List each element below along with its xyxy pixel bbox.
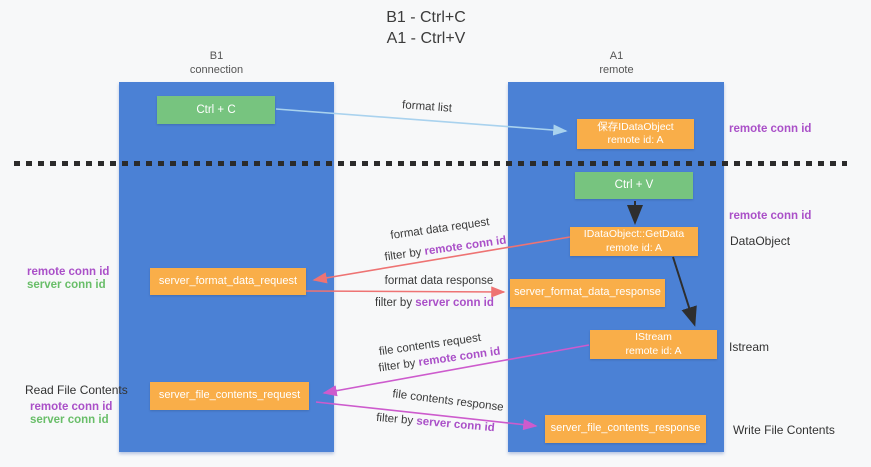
filter-by-server-conn-id-label-2: filter by server conn id (376, 412, 495, 434)
arrow-format-data-response (305, 286, 506, 298)
filter-by-text: filter by (375, 411, 414, 428)
lane-header-a1: A1 remote (509, 50, 724, 78)
server-format-data-request-label: server_format_data_request (158, 274, 298, 287)
server-conn-id-text: server conn id (415, 297, 494, 309)
format-list-label: format list (401, 99, 453, 115)
server-file-contents-request-label: server_file_contents_request (158, 389, 301, 402)
file-contents-response-label: file contents response (391, 388, 505, 414)
save-dataobject-line2: remote id: A (607, 134, 664, 146)
istream-line2: remote id: A (625, 344, 682, 357)
lane-a1-subtitle: remote (599, 63, 634, 76)
write-file-contents-label: Write File Contents (733, 423, 835, 437)
ctrl-v-label: Ctrl + V (614, 179, 654, 192)
format-data-response-label: format data response (384, 275, 494, 287)
lane-b1-name: B1 (209, 50, 224, 62)
read-file-contents-label: Read File Contents (25, 383, 128, 397)
lane-b1-subtitle: connection (189, 63, 244, 76)
ctrl-c-box: Ctrl + C (157, 96, 275, 124)
getdata-line2: remote id: A (605, 241, 662, 254)
remote-conn-id-label-left-2: remote conn id (30, 401, 113, 413)
istream-line1: IStream (635, 331, 672, 344)
istream-side-label: Istream (729, 340, 770, 354)
remote-conn-id-label-top: remote conn id (729, 123, 812, 135)
lane-header-b1: B1 connection (109, 50, 324, 78)
istream-box: IStream remote id: A (590, 330, 717, 359)
lane-a1-name: A1 (609, 50, 624, 62)
server-conn-id-label-left-2: server conn id (30, 414, 109, 426)
server-conn-id-text: server conn id (415, 415, 496, 435)
ctrl-v-box: Ctrl + V (575, 172, 693, 199)
server-format-data-request-box: server_format_data_request (150, 268, 306, 295)
dataobject-label: DataObject (730, 234, 791, 248)
server-conn-id-label-left-1: server conn id (27, 279, 106, 291)
filter-by-server-conn-id-label-1: filter by server conn id (375, 297, 494, 309)
idataobject-getdata-box: IDataObject::GetData remote id: A (570, 227, 698, 256)
remote-conn-id-label-mid: remote conn id (729, 210, 812, 222)
server-file-contents-response-label: server_file_contents_response (550, 422, 701, 435)
save-dataobject-line1: 保存IDataObject (597, 120, 674, 133)
getdata-line1: IDataObject::GetData (583, 228, 685, 241)
dashed-separator (14, 161, 847, 166)
ctrl-c-label: Ctrl + C (196, 103, 236, 116)
title-line-2: A1 - Ctrl+V (386, 30, 466, 48)
server-format-data-response-box: server_format_data_response (510, 279, 665, 307)
remote-conn-id-text: remote conn id (423, 234, 508, 258)
filter-by-text: filter by (383, 246, 423, 264)
filter-by-text: filter by (377, 357, 417, 375)
save-dataobject-box: 保存IDataObject remote id: A (577, 119, 694, 149)
remote-conn-id-label-left-1: remote conn id (27, 266, 110, 278)
filter-by-text: filter by (375, 297, 413, 309)
server-file-contents-response-box: server_file_contents_response (545, 415, 706, 443)
server-format-data-response-label: server_format_data_response (514, 286, 661, 299)
title-line-1: B1 - Ctrl+C (386, 9, 466, 26)
server-file-contents-request-box: server_file_contents_request (150, 382, 309, 410)
diagram-title: B1 - Ctrl+C A1 - Ctrl+V (0, 7, 852, 49)
